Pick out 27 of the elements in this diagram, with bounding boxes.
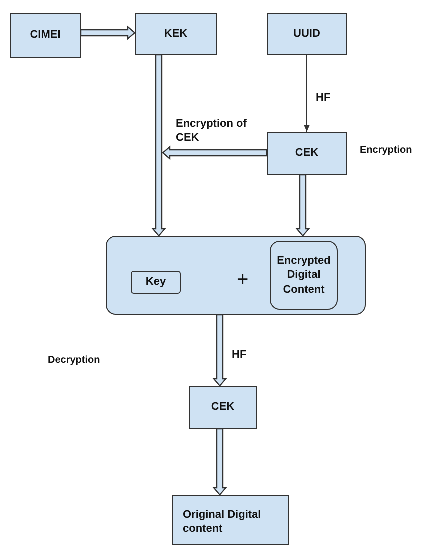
arrow (152, 54, 166, 237)
process-box (267, 13, 347, 55)
process-box (10, 13, 81, 58)
process-box (189, 386, 257, 429)
process-box (135, 13, 217, 55)
process-box (267, 132, 347, 175)
process-box (270, 241, 338, 310)
arrow (80, 26, 136, 40)
arrow (212, 428, 228, 496)
node-label: Encrypted Digital Content (276, 254, 332, 297)
node-label: Key (146, 275, 166, 290)
section-label: Encryption (360, 145, 412, 156)
plus-sign: + (237, 268, 249, 293)
node-label: CEK (211, 400, 235, 415)
process-box (172, 495, 289, 545)
arrow (212, 314, 228, 387)
node-label: KEK (164, 26, 188, 42)
section-label: Decryption (48, 355, 100, 366)
arrow (304, 54, 310, 132)
arrow (296, 174, 310, 237)
group-box (106, 236, 366, 315)
node-label: UUID (294, 26, 320, 42)
node-label: CIMEI (30, 28, 61, 43)
node-label: Original Digital content (183, 508, 262, 537)
arrow (162, 146, 268, 160)
node-label: CEK (295, 146, 319, 161)
process-box (131, 271, 181, 294)
